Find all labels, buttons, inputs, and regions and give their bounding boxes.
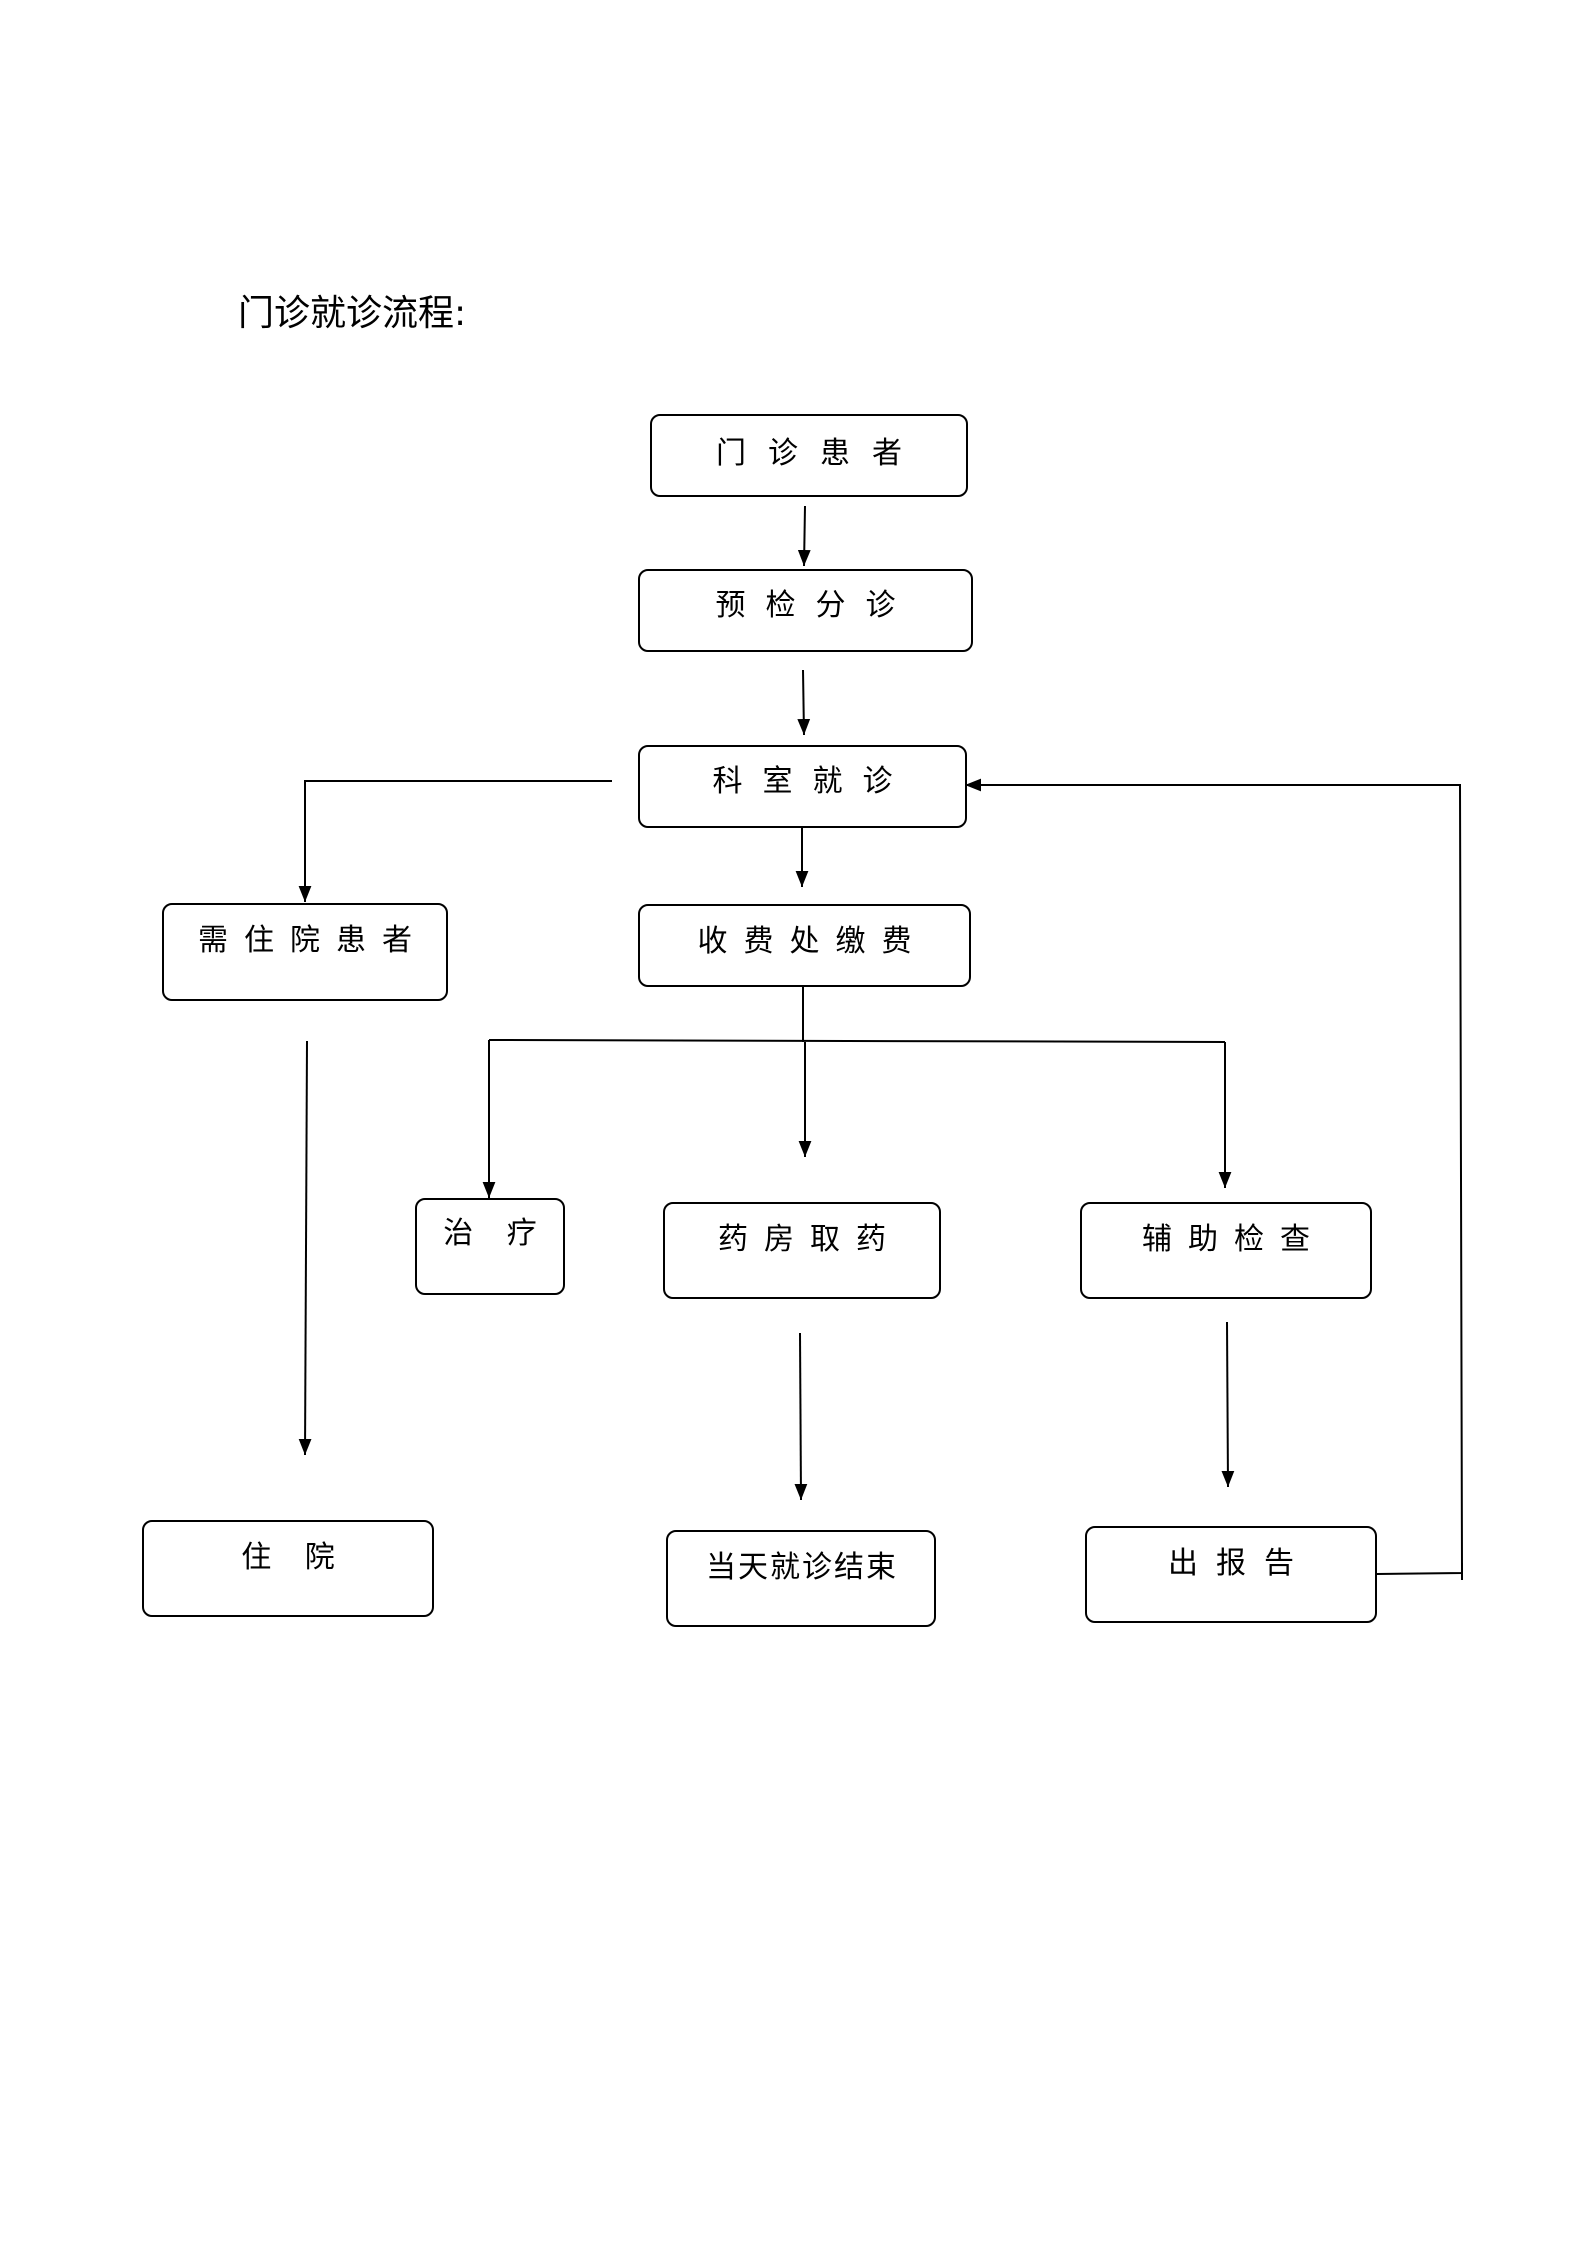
connector-branch-bar: [488, 1039, 1226, 1043]
node-pharmacy: 药房取药: [663, 1202, 941, 1299]
arrow-outpatient-to-triage: [797, 505, 811, 567]
arrow-department-to-admission-patient: [298, 780, 612, 902]
arrow-triage-to-department: [797, 669, 811, 736]
node-treatment: 治 疗: [415, 1198, 565, 1295]
node-cashier-payment: 收费处缴费: [638, 904, 971, 987]
node-outpatient: 门诊患者: [650, 414, 968, 497]
node-report: 出报告: [1085, 1526, 1377, 1623]
arrow-exam-to-report: [1221, 1321, 1235, 1488]
node-department-visit: 科室就诊: [638, 745, 967, 828]
node-triage: 预检分诊: [638, 569, 973, 652]
page-title: 门诊就诊流程:: [238, 293, 467, 334]
node-visit-end: 当天就诊结束: [666, 1530, 936, 1627]
node-needs-admission: 需住院患者: [162, 903, 448, 1001]
node-admission: 住 院: [142, 1520, 434, 1617]
arrow-report-back-to-department: [965, 778, 1464, 1575]
arrow-pharmacy-to-end: [794, 1332, 808, 1501]
arrow-admission-patient-to-admission: [298, 1040, 312, 1456]
node-auxiliary-exam: 辅助检查: [1080, 1202, 1372, 1299]
